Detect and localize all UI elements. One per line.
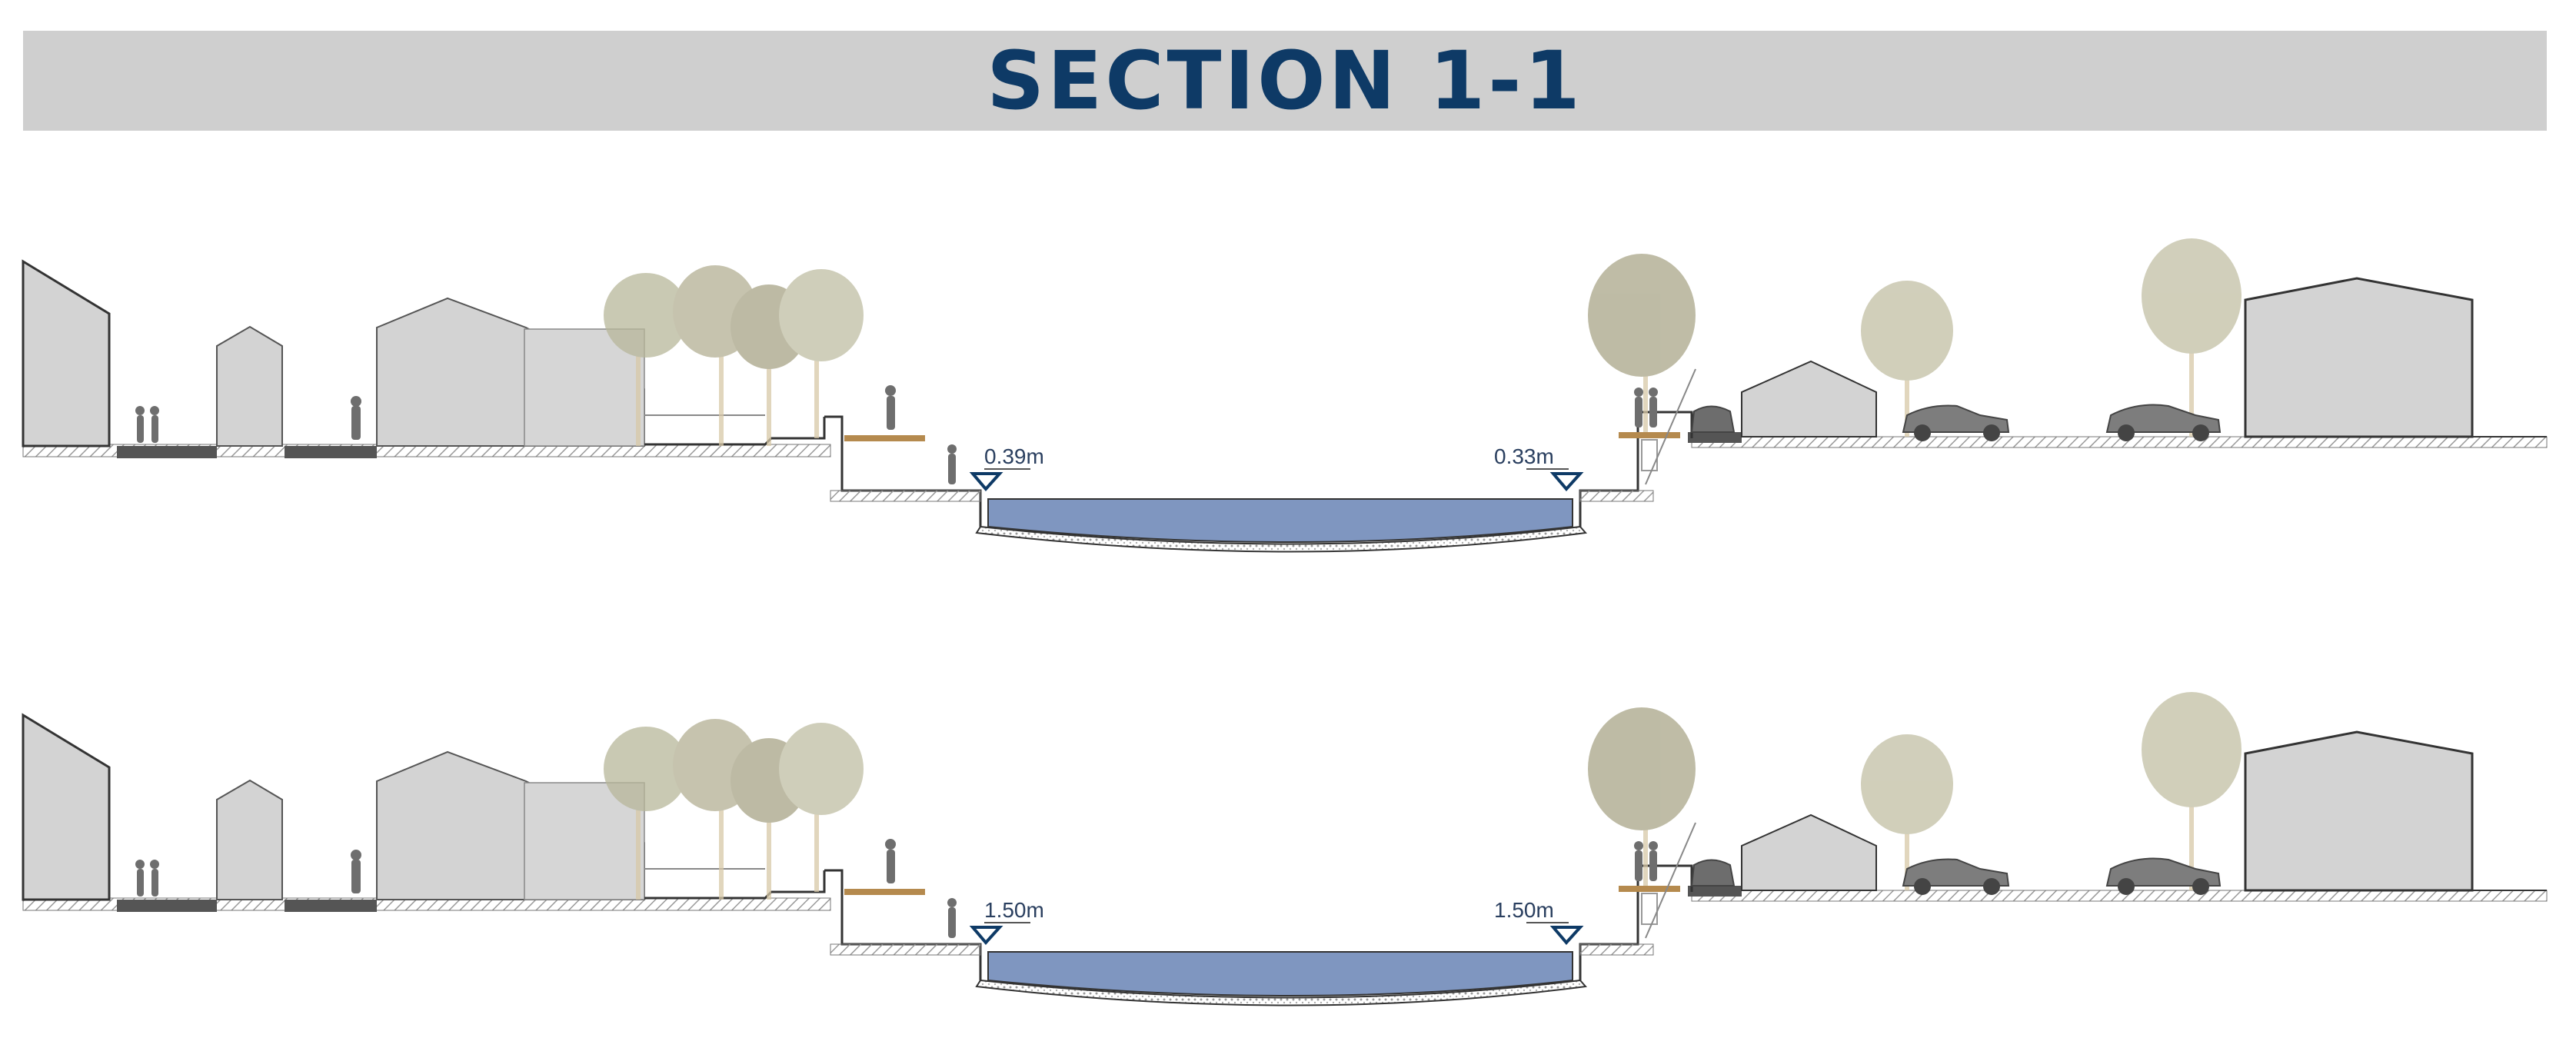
- section-bottom: 1.50m 1.50m: [0, 684, 2576, 1038]
- ladder: [1641, 893, 1658, 925]
- car-2: [2105, 404, 2222, 441]
- road-dark-3: [1688, 886, 1742, 897]
- road-dark-2: [285, 446, 377, 458]
- canal-bed: [975, 979, 1587, 1006]
- canal-bed: [975, 525, 1587, 553]
- canal-wall-left: [824, 415, 982, 527]
- deck-right: [1619, 432, 1680, 438]
- terrace-step: [644, 417, 826, 446]
- building-left-2: [216, 325, 283, 447]
- ground-right: [1691, 436, 2548, 448]
- page-title: SECTION 1-1: [987, 34, 1583, 128]
- deck-left: [844, 435, 925, 441]
- canal-wall-right: [1579, 411, 1693, 527]
- cross-section-drawing: 0.39m 0.33m: [22, 238, 2548, 553]
- building-left-2: [216, 779, 283, 900]
- title-bar: SECTION 1-1: [23, 31, 2547, 131]
- stair-rail: [1645, 822, 1696, 939]
- car-3: [1690, 405, 1736, 433]
- people: [135, 385, 1658, 484]
- deck-right: [1619, 886, 1680, 892]
- deck-left: [844, 889, 925, 895]
- ladder: [1641, 439, 1658, 471]
- canal-wall-left-fill: [830, 943, 981, 956]
- canal-wall-right-fill: [1579, 490, 1654, 502]
- people: [135, 839, 1658, 938]
- car-3: [1690, 859, 1736, 887]
- water-level-marker-left: 1.50m: [969, 898, 1044, 946]
- water-level-marker-right: 1.50m: [1494, 898, 1584, 946]
- canal-wall-right: [1579, 864, 1693, 980]
- water-level-marker-right: 0.33m: [1494, 444, 1584, 492]
- road-dark-2: [285, 900, 377, 912]
- water-level-marker-left: 0.39m: [969, 444, 1044, 492]
- road-dark-3: [1688, 432, 1742, 443]
- water: [987, 498, 1573, 543]
- building-right-2: [2244, 277, 2474, 438]
- terrace-step: [644, 870, 826, 900]
- car-1: [1902, 404, 2010, 441]
- cross-section-drawing: 1.50m 1.50m: [22, 692, 2548, 1006]
- water-level-label-right: 0.33m: [1494, 444, 1554, 468]
- building-right-1: [1741, 360, 1877, 437]
- car-2: [2105, 857, 2222, 895]
- trees-right: [1588, 692, 2242, 890]
- trees-left: [604, 265, 864, 446]
- building-left-1: [22, 713, 111, 901]
- building-left-1: [22, 259, 111, 447]
- water-level-label-left: 1.50m: [984, 898, 1044, 922]
- trees-left: [604, 719, 864, 900]
- trees-right: [1588, 238, 2242, 437]
- water-level-label-left: 0.39m: [984, 444, 1044, 468]
- road-dark-1: [117, 446, 217, 458]
- water-level-label-right: 1.50m: [1494, 898, 1554, 922]
- water: [987, 951, 1573, 996]
- canal-wall-right-fill: [1579, 943, 1654, 956]
- road-dark-1: [117, 900, 217, 912]
- stair-rail: [1645, 368, 1696, 485]
- section-top: 0.39m 0.33m: [0, 231, 2576, 584]
- building-right-2: [2244, 730, 2474, 892]
- canal-wall-left: [824, 869, 982, 980]
- ground-right: [1691, 890, 2548, 902]
- canal-wall-left-fill: [830, 490, 981, 502]
- building-right-1: [1741, 813, 1877, 891]
- car-1: [1902, 858, 2010, 895]
